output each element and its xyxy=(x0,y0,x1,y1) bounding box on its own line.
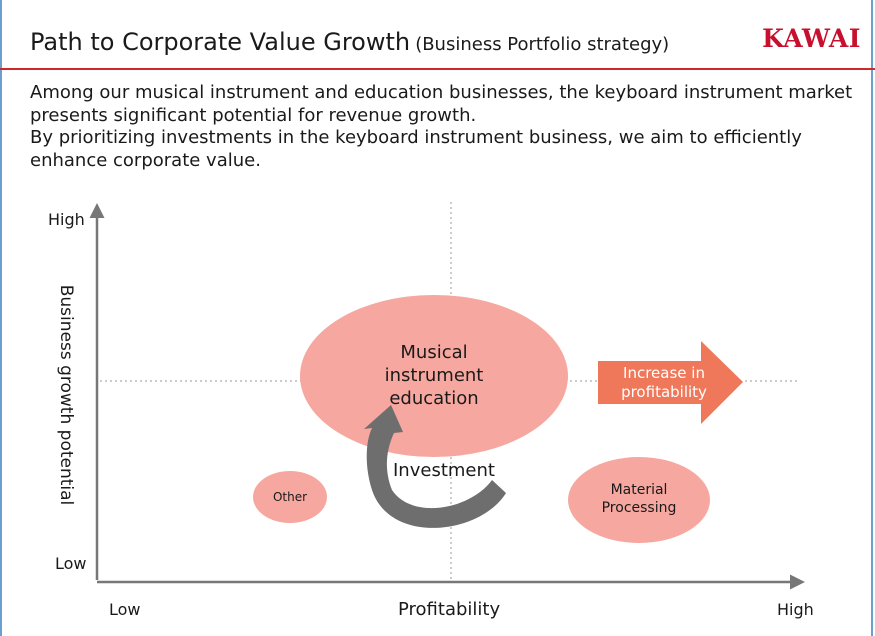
music-education-label: Musical instrument education xyxy=(354,341,514,410)
y-axis-title: Business growth potential xyxy=(56,284,76,506)
other-bubble xyxy=(253,471,327,523)
intro-paragraph-1: Among our musical instrument and educati… xyxy=(30,82,853,126)
increase-line-2: profitability xyxy=(621,383,707,401)
music-education-line-3: education xyxy=(389,388,479,409)
page-title: Path to Corporate Value Growth (Business… xyxy=(30,28,669,56)
title-divider xyxy=(0,68,875,70)
title-main: Path to Corporate Value Growth xyxy=(30,28,411,56)
intro-paragraph-2: By prioritizing investments in the keybo… xyxy=(30,127,802,171)
intro-text: Among our musical instrument and educati… xyxy=(30,82,860,172)
increase-line-1: Increase in xyxy=(623,364,705,382)
x-axis-high-label: High xyxy=(777,600,814,619)
material-processing-line-2: Processing xyxy=(601,500,677,516)
header: Path to Corporate Value Growth (Business… xyxy=(0,0,875,70)
x-axis-title: Profitability xyxy=(398,599,501,620)
material-processing-label: Material Processing xyxy=(579,481,699,517)
music-education-line-1: Musical xyxy=(400,342,468,363)
y-axis-high-label: High xyxy=(48,210,85,229)
investment-label: Investment xyxy=(393,460,495,481)
title-subtitle: (Business Portfolio strategy) xyxy=(415,34,670,55)
other-label: Other xyxy=(272,490,308,504)
x-axis-low-label: Low xyxy=(109,600,141,619)
investment-arrow xyxy=(364,405,506,528)
increase-profitability-arrow xyxy=(598,341,743,424)
increase-profitability-label: Increase in profitability xyxy=(604,364,724,402)
kawai-logo: KAWAI xyxy=(762,24,861,53)
material-processing-bubble xyxy=(568,457,710,543)
music-education-line-2: instrument xyxy=(384,365,484,386)
y-axis-low-label: Low xyxy=(55,554,87,573)
music-education-bubble xyxy=(300,295,568,457)
material-processing-line-1: Material xyxy=(610,482,668,498)
